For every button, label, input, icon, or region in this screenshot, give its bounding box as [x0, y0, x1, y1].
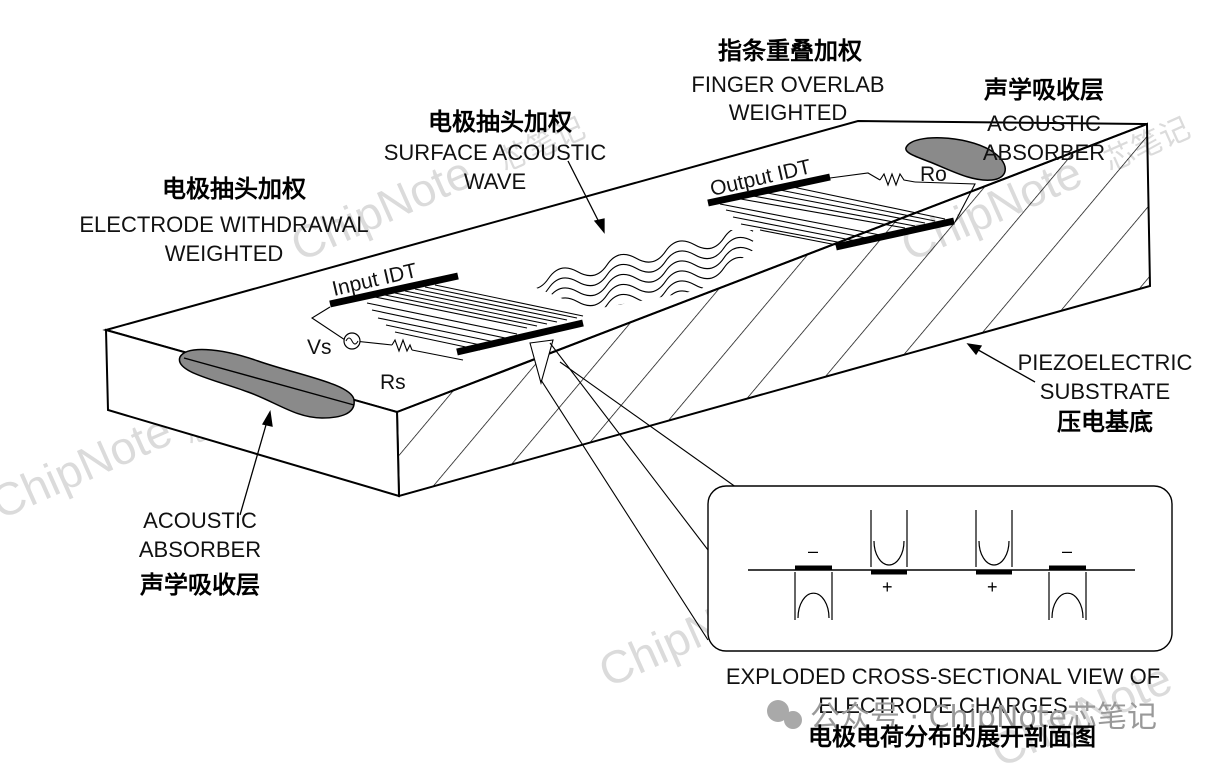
output-idt-top-busbar — [707, 173, 831, 207]
field-line-1 — [794, 572, 833, 620]
field-line-3 — [975, 510, 1013, 567]
acoustic-absorber-left — [178, 348, 355, 419]
finger-overlap-en-label-1: FINGER OVERLAB — [691, 72, 884, 97]
output-idt-fingers — [719, 185, 946, 247]
ro-label: Ro — [920, 163, 947, 186]
rs-label: Rs — [380, 371, 406, 394]
output-circuit-wire — [829, 172, 881, 181]
input-idt — [310, 272, 584, 361]
credit-text: 公众号 · ChipNote芯笔记 — [810, 700, 1157, 735]
exploded-view-funnel — [529, 339, 741, 641]
input-idt-bottom-busbar — [456, 319, 584, 356]
saw-zh-label: 电极抽头加权 — [428, 108, 572, 136]
credit-watermark: 公众号 · ChipNote芯笔记 — [767, 700, 1157, 735]
substrate-en-label-1: PIEZOELECTRIC — [1018, 350, 1193, 375]
input-idt-fingers — [366, 284, 584, 351]
absorber-right-en-label-1: ACOUSTIC — [987, 111, 1101, 136]
exploded-en-label-2: ELECTRODE CHARGES — [818, 693, 1067, 718]
vs-source-sine — [345, 337, 359, 345]
charge-plus-2: + — [987, 577, 998, 597]
absorber-left-zh-label: 声学吸收层 — [139, 571, 260, 599]
absorber-left-en-label-1: ACOUSTIC — [143, 508, 257, 533]
rs-resistor-icon — [391, 338, 413, 353]
absorber-left-en-label-2: ABSORBER — [139, 537, 261, 562]
wechat-icon-bubble — [784, 711, 802, 729]
output-idt — [707, 172, 976, 251]
electrode-withdrawal-en-label-1: ELECTRODE WITHDRAWAL — [79, 212, 368, 237]
output-circuit-wire-2 — [914, 181, 976, 223]
wechat-icon — [767, 700, 789, 722]
electrode-withdrawal-en-label-2: WEIGHTED — [165, 241, 284, 266]
absorber-right-zh-label: 声学吸收层 — [983, 76, 1104, 104]
vs-label: Vs — [307, 336, 332, 359]
output-idt-bottom-busbar — [835, 217, 955, 251]
ro-resistor-icon — [879, 172, 916, 187]
piezoelectric-substrate — [102, 119, 1152, 498]
absorber-right-en-label-2: ABSORBER — [983, 140, 1105, 165]
input-circuit-wire — [310, 306, 393, 346]
charge-minus-2: – — [1062, 541, 1072, 561]
finger-overlap-zh-label: 指条重叠加权 — [718, 37, 862, 65]
cross-section-frame — [707, 485, 1173, 652]
field-line-4 — [1048, 572, 1087, 620]
callout-arrows — [239, 160, 1036, 516]
input-idt-top-busbar — [329, 272, 459, 308]
saw-en-label-1: SURFACE ACOUSTIC — [384, 140, 607, 165]
field-line-2 — [870, 510, 908, 567]
acoustic-absorber-right — [905, 137, 1006, 181]
input-circuit-wire-2 — [411, 349, 464, 361]
charge-plus-1: + — [882, 577, 893, 597]
substrate-en-label-2: SUBSTRATE — [1040, 379, 1170, 404]
electrode-withdrawal-zh-label: 电极抽头加权 — [162, 175, 306, 203]
exploded-en-label-1: EXPLODED CROSS-SECTIONAL VIEW OF — [726, 664, 1160, 689]
exploded-zh-label: 电极电荷分布的展开剖面图 — [808, 723, 1096, 751]
absorber-left-edge-line — [183, 357, 355, 406]
substrate-zh-label: 压电基底 — [1057, 408, 1153, 436]
finger-overlap-en-label-2: WEIGHTED — [729, 100, 848, 125]
charge-minus-1: – — [808, 541, 818, 561]
saw-en-label-2: WAVE — [464, 169, 526, 194]
exploded-cross-section: – + + – — [707, 485, 1173, 652]
